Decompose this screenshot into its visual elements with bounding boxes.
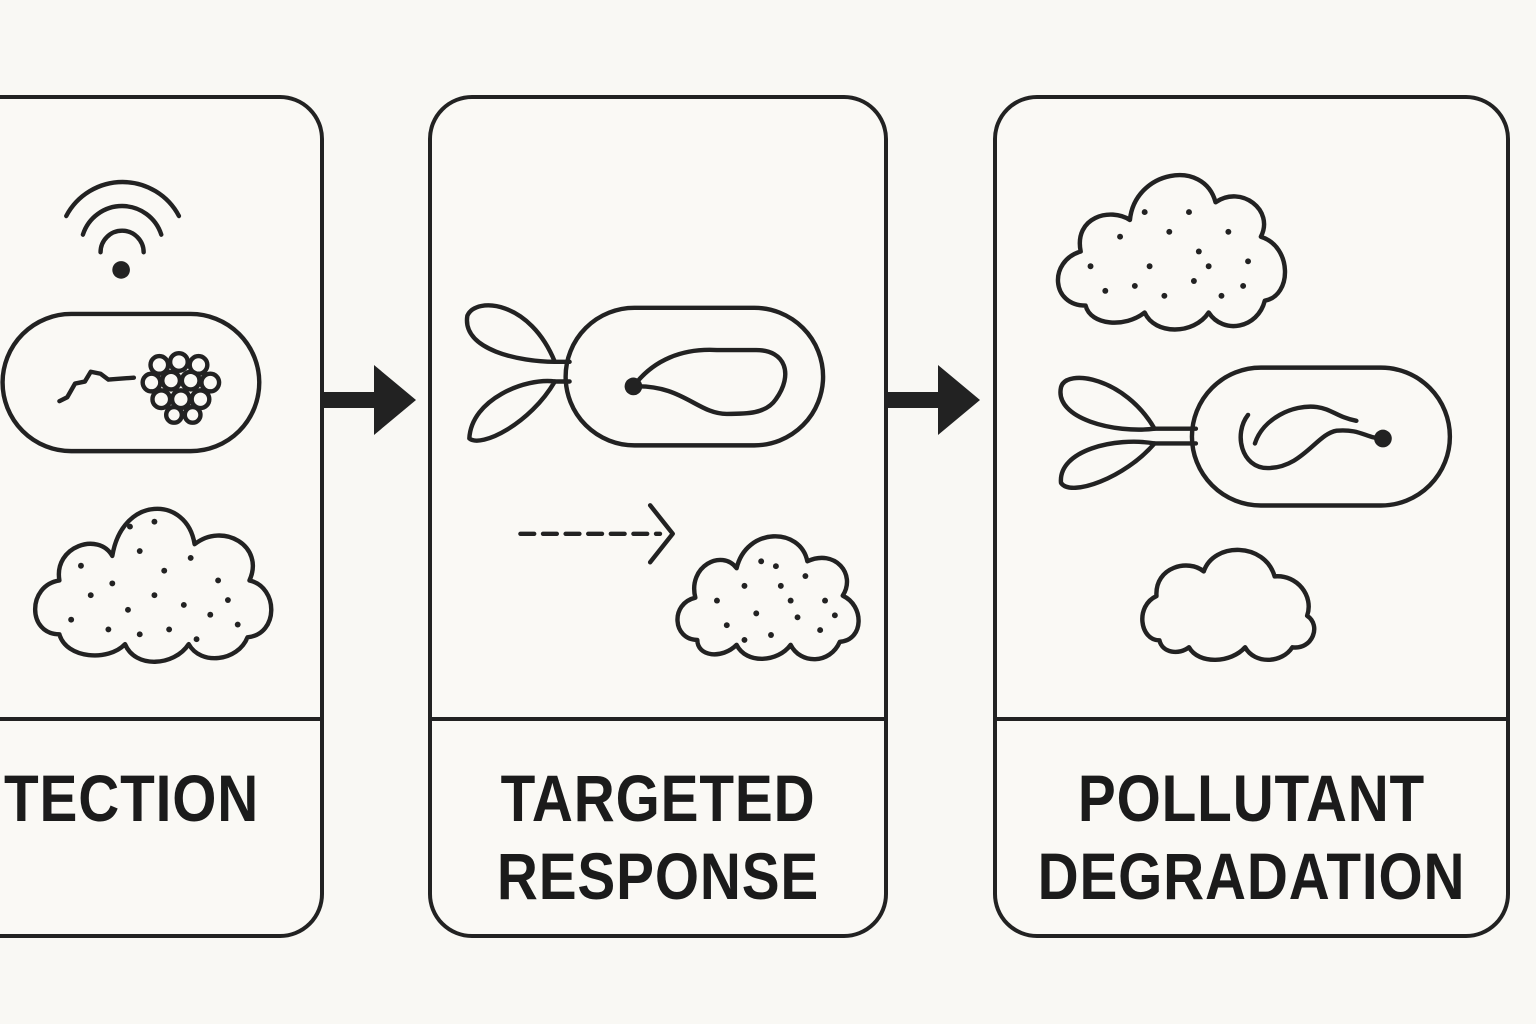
stage-label-targeted-response: TARGETED RESPONSE — [464, 759, 853, 915]
stage-label-line: TECTION — [4, 761, 260, 835]
panel-divider — [0, 717, 320, 721]
pollutant-cluster-icon — [140, 350, 222, 425]
bacterium-icon — [0, 311, 262, 454]
stage-label-line: TARGETED — [500, 761, 816, 835]
stage-label-line: POLLUTANT — [1077, 761, 1426, 835]
signal-dot-icon — [112, 261, 130, 279]
degraded-cloud-icon — [1140, 547, 1317, 662]
targeted-response-illustration — [464, 303, 861, 662]
panel-divider — [432, 717, 884, 721]
pollutant-fragment-icon — [57, 369, 137, 404]
pollutant-degradation-illustration — [1055, 173, 1453, 662]
pollutant-cloud-icon — [33, 506, 274, 664]
pollutant-cloud-icon — [675, 534, 861, 662]
flow-arrow-icon — [324, 365, 416, 435]
bacterium-icon — [563, 305, 826, 448]
signal-icon — [64, 179, 182, 255]
stage-label-pollutant-degradation: POLLUTANT DEGRADATION — [1033, 759, 1471, 915]
sensor-leaf-icon — [1058, 375, 1199, 490]
pollutant-particles — [714, 558, 838, 643]
bacterium-icon — [1189, 365, 1453, 508]
gene-node-icon — [624, 377, 643, 396]
detection-illustration — [0, 179, 274, 664]
pollutant-particles — [1087, 209, 1252, 299]
stage-label-detection: TECTION — [4, 759, 276, 837]
panel-targeted-response: TARGETED RESPONSE — [428, 95, 888, 938]
panel-divider — [997, 717, 1506, 721]
pollutant-particles — [68, 518, 241, 643]
panel-detection: TECTION — [0, 95, 324, 938]
gene-circuit-icon — [1238, 412, 1386, 471]
panel-pollutant-degradation: POLLUTANT DEGRADATION — [993, 95, 1510, 938]
sensor-leaf-icon — [464, 303, 572, 443]
flow-arrow-icon — [888, 365, 980, 435]
pollutant-cloud-icon — [1055, 173, 1288, 332]
stage-label-line: DEGRADATION — [1037, 839, 1466, 913]
gene-node-icon — [1374, 429, 1392, 448]
stage-label-line: RESPONSE — [496, 839, 820, 913]
gene-circuit-icon — [631, 347, 788, 417]
